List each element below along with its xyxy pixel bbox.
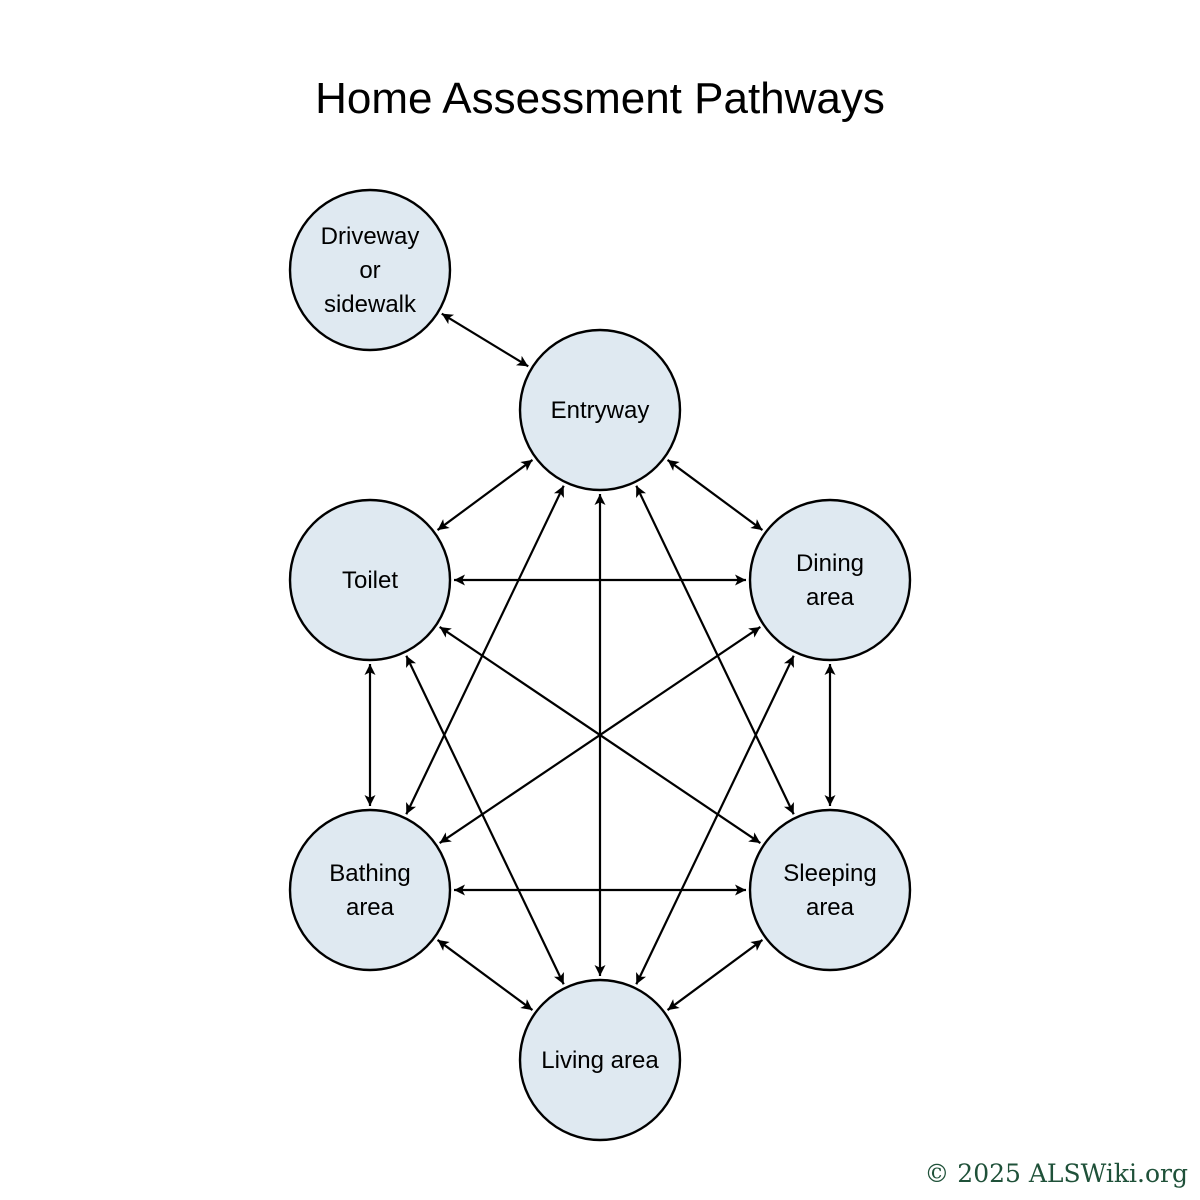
node-label: area bbox=[346, 894, 395, 921]
node-circle bbox=[748, 498, 912, 662]
node-entryway: Entryway bbox=[518, 328, 682, 492]
node-living: Living area bbox=[518, 978, 682, 1142]
node-label: or bbox=[359, 257, 380, 284]
node-circle bbox=[518, 978, 682, 1142]
node-label: area bbox=[806, 894, 855, 921]
node-bathing: Bathing area bbox=[288, 808, 452, 972]
node-circle bbox=[288, 188, 452, 352]
node-driveway: Driveway or sidewalk bbox=[288, 188, 452, 352]
edge-entryway-dining bbox=[666, 459, 764, 531]
edge-bathing-living bbox=[436, 939, 534, 1011]
node-label: Dining bbox=[796, 550, 864, 577]
edge-dining-living bbox=[635, 655, 795, 985]
edge-sleeping-living bbox=[666, 939, 764, 1011]
node-label: Sleeping bbox=[783, 860, 876, 887]
node-toilet: Toilet bbox=[288, 498, 452, 662]
node-label: Toilet bbox=[342, 567, 398, 594]
node-label: Bathing bbox=[329, 860, 410, 887]
copyright: © 2025 ALSWiki.org bbox=[924, 1159, 1188, 1188]
node-circle bbox=[288, 808, 452, 972]
node-label: Driveway bbox=[321, 223, 420, 250]
node-label: Entryway bbox=[551, 397, 650, 424]
node-label: area bbox=[806, 584, 855, 611]
node-dining: Dining area bbox=[748, 498, 912, 662]
node-circle bbox=[748, 808, 912, 972]
diagram-title: Home Assessment Pathways bbox=[315, 74, 885, 123]
node-sleeping: Sleeping area bbox=[748, 808, 912, 972]
node-label: sidewalk bbox=[324, 291, 417, 318]
node-circle bbox=[288, 498, 452, 662]
edge-driveway-entryway bbox=[441, 312, 529, 368]
node-label: Living area bbox=[541, 1047, 659, 1074]
node-circle bbox=[518, 328, 682, 492]
edge-entryway-toilet bbox=[436, 459, 534, 531]
